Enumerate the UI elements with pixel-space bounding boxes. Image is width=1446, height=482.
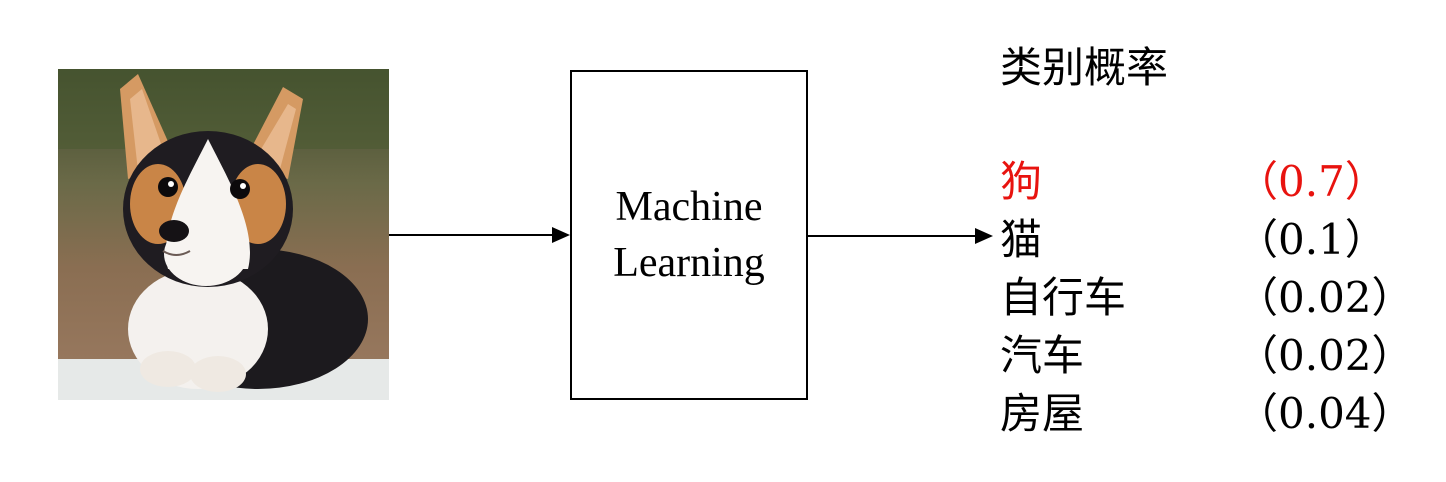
class-name: 房屋 <box>1000 389 1085 438</box>
class-prob: （0.02） <box>1236 331 1414 380</box>
class-prob: （0.04） <box>1236 389 1414 438</box>
arrow-image-to-model <box>389 227 570 243</box>
input-image-corgi-puppy <box>58 69 389 400</box>
class-name: 自行车 <box>1000 273 1127 322</box>
class-prob: （0.1） <box>1236 215 1387 264</box>
arrow-model-to-output <box>808 228 993 244</box>
model-label-line1: Machine <box>615 184 763 230</box>
class-name: 狗 <box>1000 157 1043 206</box>
class-prob: （0.7） <box>1236 157 1387 206</box>
class-prob: （0.02） <box>1236 273 1414 322</box>
class-probability-title: 类别概率 <box>1000 43 1169 92</box>
class-name: 猫 <box>1000 215 1043 264</box>
class-name: 汽车 <box>1000 331 1085 380</box>
model-label-line2: Learning <box>613 240 765 286</box>
machine-learning-box: Machine Learning <box>570 70 808 400</box>
